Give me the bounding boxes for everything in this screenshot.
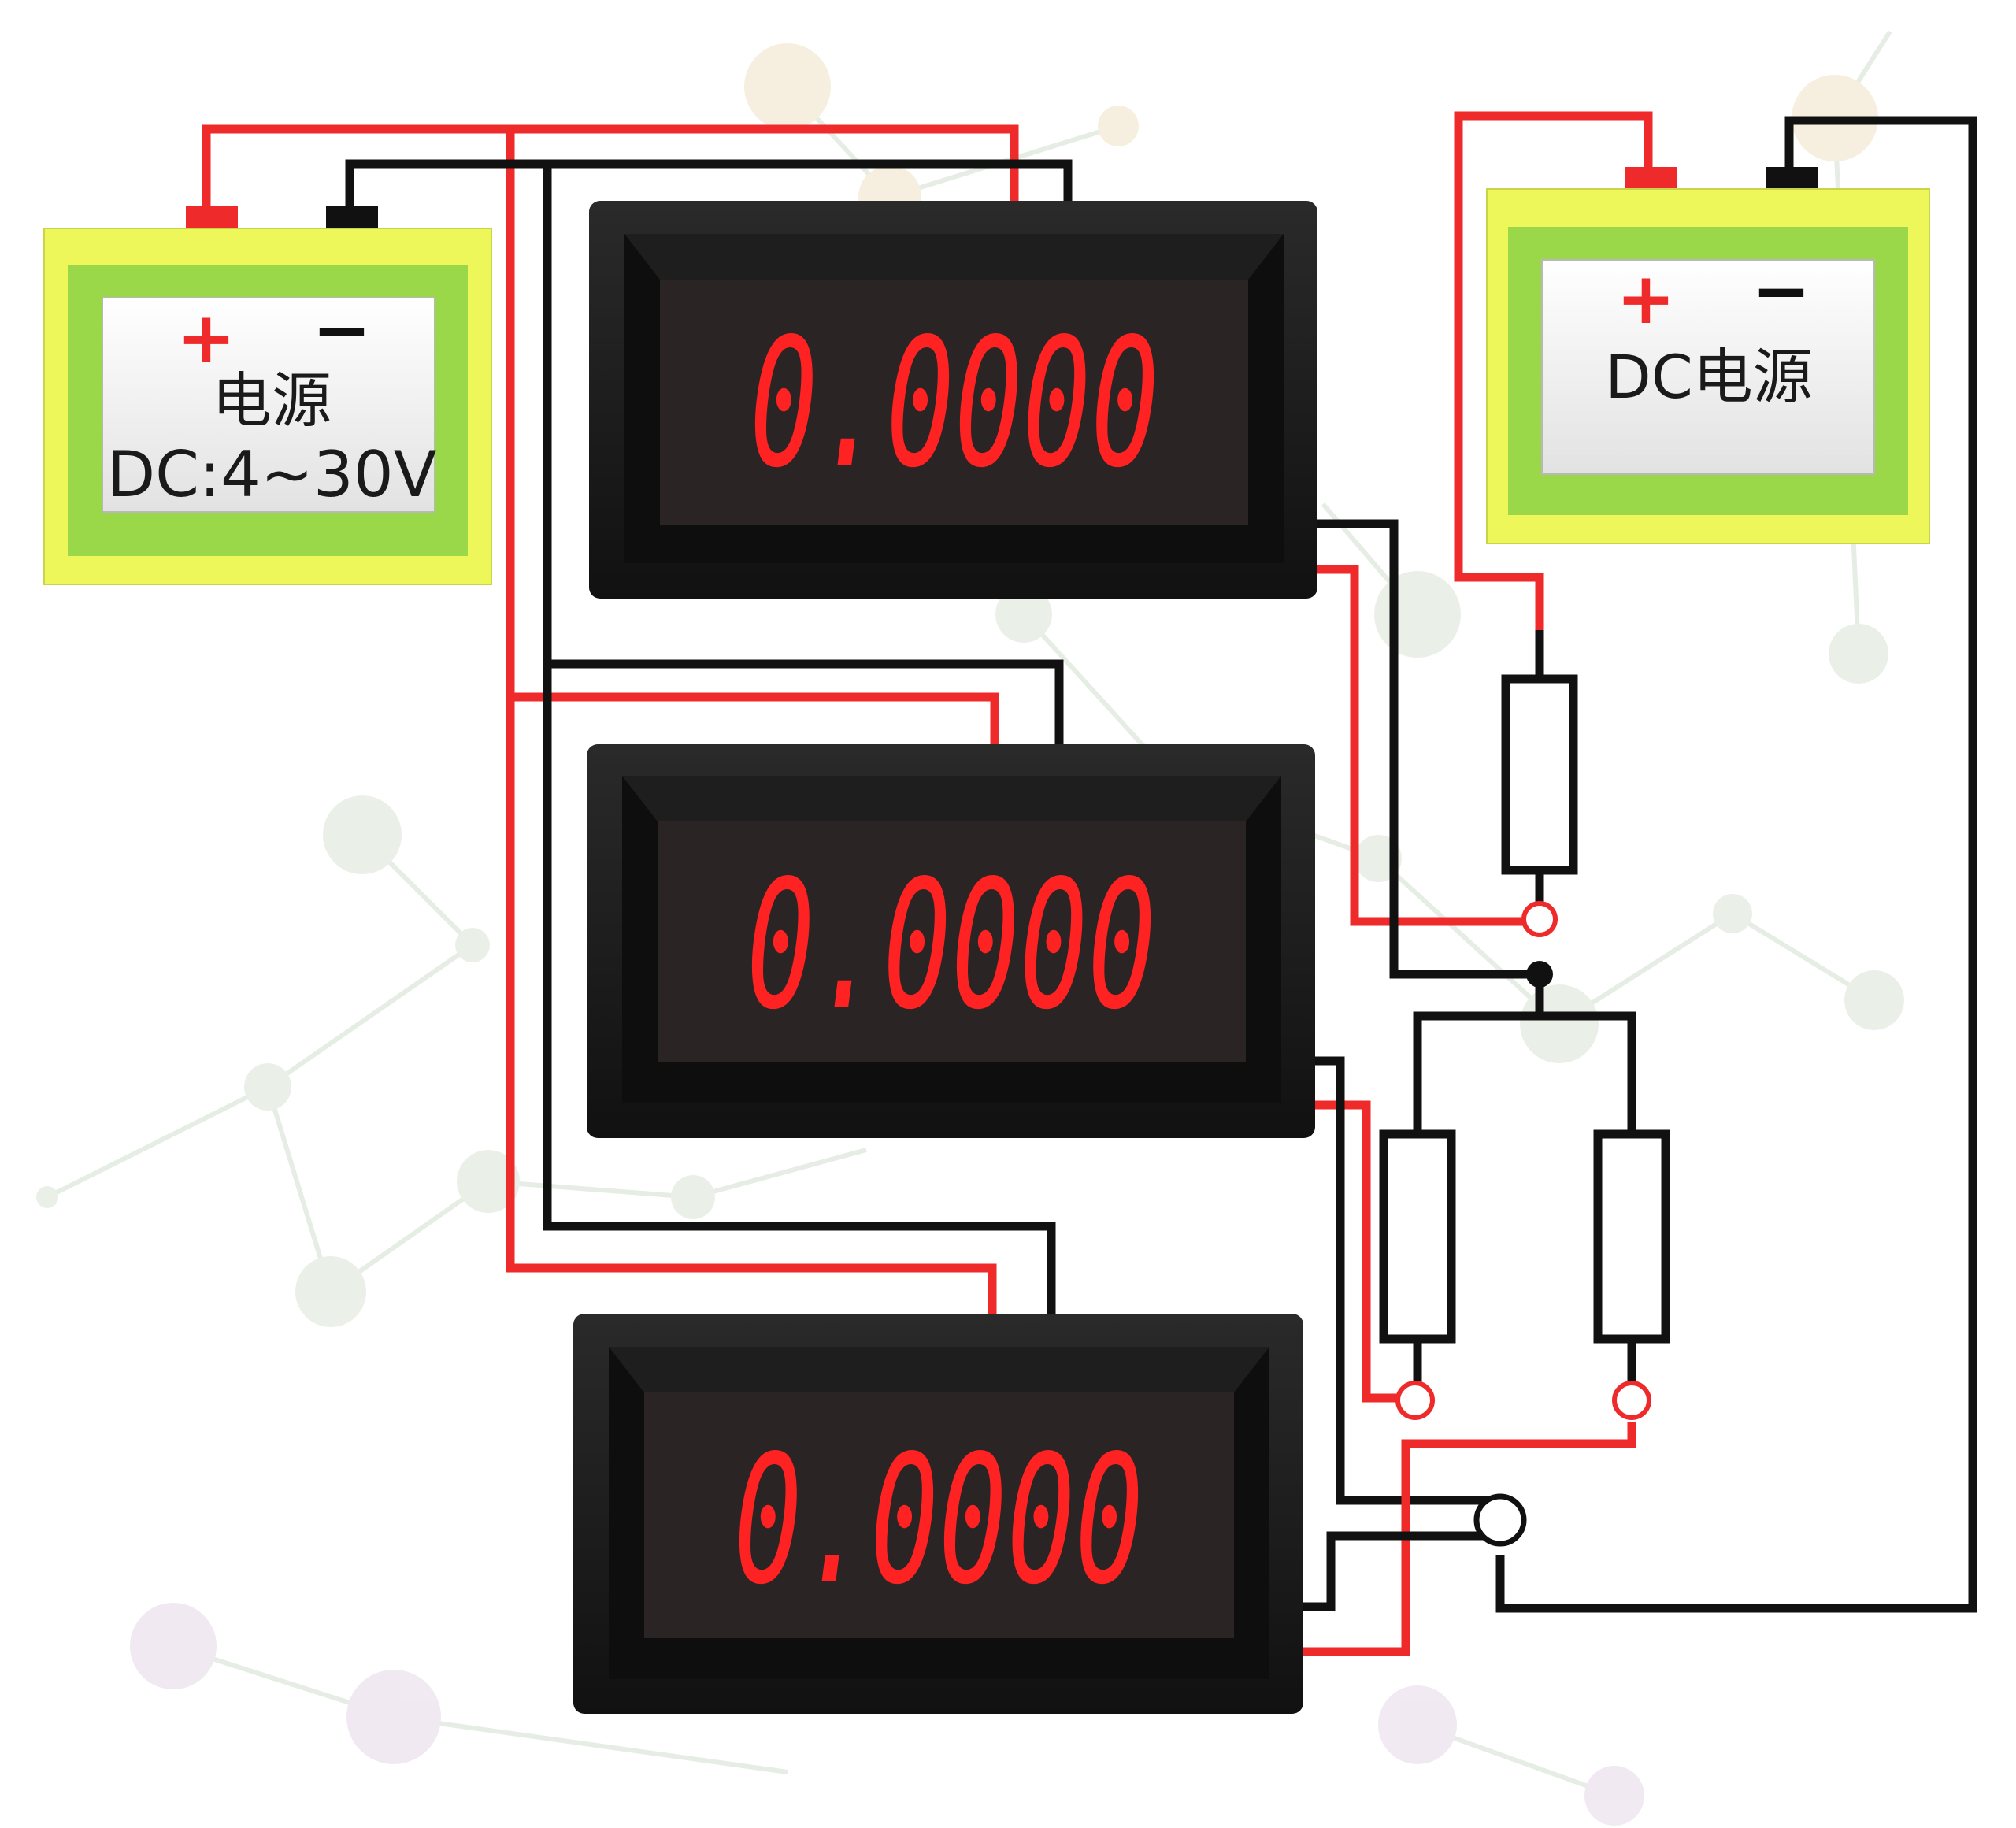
left-minus-sign: − (312, 289, 371, 372)
left-voltage-label: DC:4~30V (107, 438, 437, 511)
wire-meter3-black-out (1303, 1531, 1496, 1611)
meter-3: 0.0000 (573, 1314, 1303, 1714)
wire-black-trunk (543, 164, 1056, 1314)
wire-red-return (1303, 1422, 1636, 1656)
wire-right-positive (1454, 111, 1653, 630)
wire-black-branch-mid (547, 659, 1064, 744)
wire-right-negative (1495, 116, 1977, 1613)
power-supply-right: + − DC电源 (1486, 167, 1930, 544)
right-power-label: DC电源 (1605, 342, 1813, 412)
left-plus-sign: + (176, 297, 235, 380)
meter-3-reading: 0.0000 (734, 1418, 1143, 1624)
resistor-right (1593, 1129, 1670, 1344)
terminal-left-positive (186, 206, 238, 230)
wires (202, 111, 1977, 1656)
left-power-label: 电源 (212, 365, 332, 436)
power-supply-left: + − 电源 DC:4~30V (43, 206, 492, 585)
terminal-left-negative (326, 206, 378, 230)
wire-red-branch-mid (510, 692, 999, 744)
right-plus-sign: + (1616, 258, 1675, 340)
wire-left-negative (345, 159, 1073, 206)
resistor-left (1379, 1129, 1456, 1344)
meter-2-reading: 0.0000 (747, 843, 1156, 1049)
resistor-top (1501, 674, 1578, 875)
wire-parallel-split (1413, 974, 1544, 1134)
junction-dot (1526, 961, 1553, 988)
terminal-res-left (1395, 1381, 1435, 1420)
meter-1-reading: 0.0000 (750, 301, 1159, 507)
resistors (1379, 674, 1670, 1344)
wire-meter2-black-out (1315, 1056, 1496, 1505)
wire-meter1-black-out (1317, 519, 1540, 979)
terminal-right-negative (1766, 167, 1818, 191)
terminal-top-resistor (1521, 901, 1558, 937)
wire-parallel-split-right (1540, 1011, 1636, 1134)
wire-meter1-red-out (1317, 565, 1540, 926)
right-minus-sign: − (1751, 250, 1810, 332)
meter-1: 0.0000 (589, 201, 1317, 599)
terminals (1395, 901, 1651, 1547)
terminal-res-right (1612, 1381, 1651, 1420)
terminal-right-positive (1625, 167, 1677, 191)
meter-2: 0.0000 (587, 744, 1315, 1138)
terminal-common (1473, 1493, 1527, 1547)
